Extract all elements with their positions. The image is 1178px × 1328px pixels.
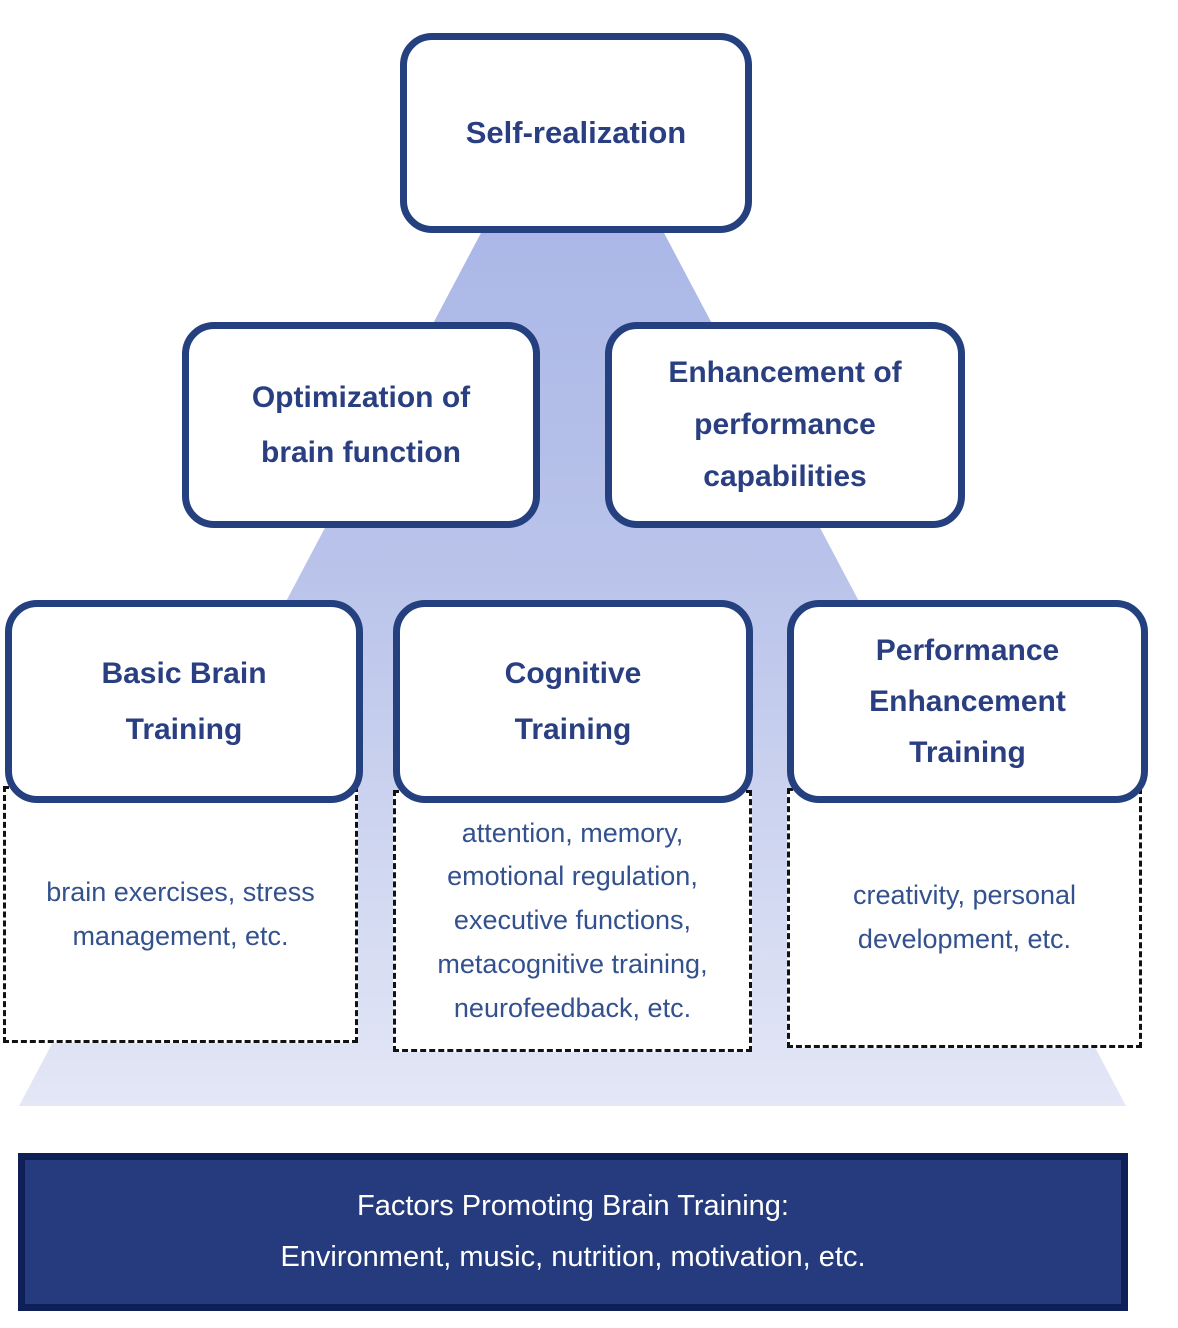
box-cognitive-training: Cognitive Training [393, 600, 753, 803]
box-basic-brain-training-label: Basic Brain Training [101, 657, 267, 746]
footer-line-2: Environment, music, nutrition, motivatio… [280, 1241, 866, 1273]
box-optimization-label: Optimization of brain function [251, 380, 471, 470]
box-performance-enhancement-training: Performance Enhancement Training [787, 600, 1148, 803]
box-enhancement-of-performance-capabilities: Enhancement of performance capabilities [605, 322, 965, 528]
detail-performance-enhancement-training: creativity, personal development, etc. [787, 788, 1142, 1048]
box-performance-enhancement-training-label: Performance Enhancement Training [869, 634, 1066, 769]
box-basic-brain-training: Basic Brain Training [5, 600, 363, 803]
footer-banner: Factors Promoting Brain Training: Enviro… [18, 1153, 1128, 1311]
detail-basic-brain-training-text: brain exercises, stress management, etc. [46, 876, 315, 951]
box-cognitive-training-label: Cognitive Training [504, 657, 642, 746]
box-self-realization-label: Self-realization [465, 115, 687, 151]
detail-cognitive-training: attention, memory, emotional regulation,… [393, 790, 752, 1052]
detail-basic-brain-training: brain exercises, stress management, etc. [3, 786, 358, 1043]
detail-performance-enhancement-training-text: creativity, personal development, etc. [852, 880, 1077, 954]
box-optimization-of-brain-function: Optimization of brain function [182, 322, 540, 528]
detail-cognitive-training-text: attention, memory, emotional regulation,… [437, 817, 708, 1023]
box-self-realization: Self-realization [400, 33, 752, 233]
box-enhancement-label: Enhancement of performance capabilities [668, 355, 902, 494]
footer-line-1: Factors Promoting Brain Training: [357, 1190, 789, 1223]
